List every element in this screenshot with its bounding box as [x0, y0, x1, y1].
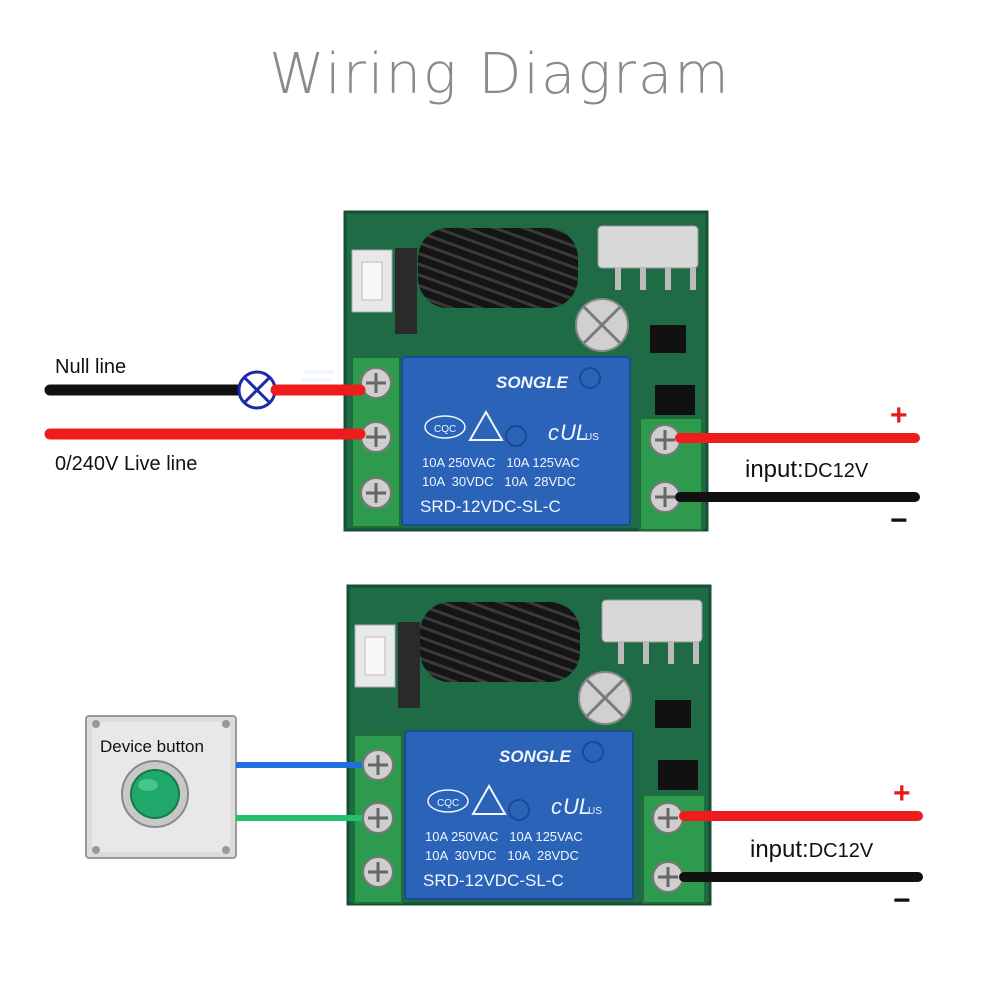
plus-sign-top: +: [890, 399, 908, 432]
relay-spec-1: 10A 250VAC 10A 125VAC: [422, 455, 580, 470]
terminal-screw: [360, 367, 392, 399]
power-terminal-block: [642, 794, 706, 904]
relay: SONGLE CQC c UL US 10A 250VAC 10A 125VAC…: [298, 356, 631, 526]
svg-text:c: c: [551, 794, 562, 819]
cert-us: US: [588, 806, 602, 817]
relay-model: SRD-12VDC-SL-C: [420, 497, 561, 516]
capacitor: [575, 298, 629, 352]
terminal-screw: [360, 421, 392, 453]
plus-sign-bottom: +: [893, 777, 911, 810]
minus-sign-bottom: −: [893, 884, 911, 917]
relay-module-bottom: SONGLE CQC c UL US 10A 250VAC 10A 125VAC…: [164, 584, 712, 906]
relay-model: SRD-12VDC-SL-C: [423, 871, 564, 890]
terminal-screw: [360, 477, 392, 509]
antenna-coil: [420, 602, 580, 682]
terminal-screw: [652, 802, 684, 834]
lamp-symbol: [237, 370, 277, 410]
svg-text:UL: UL: [563, 794, 591, 819]
null-line-label: Null line: [55, 356, 126, 378]
input-label-bottom: input:DC12V: [750, 836, 874, 863]
svg-text:UL: UL: [560, 420, 588, 445]
tact-switch: [354, 624, 396, 688]
terminal-screw: [362, 802, 394, 834]
push-button: [130, 769, 180, 819]
diagram-title: Wiring Diagram: [269, 42, 731, 107]
live-line-label: 0/240V Live line: [55, 453, 197, 475]
input-label-top: input:DC12V: [745, 456, 869, 483]
relay-spec-2: 10A 30VDC 10A 28VDC: [422, 474, 576, 489]
device-button-box: Device button: [85, 715, 237, 859]
terminal-screw: [652, 861, 684, 893]
relay-brand: SONGLE: [499, 747, 571, 766]
oscillator-crystal: [601, 599, 703, 643]
device-button-label: Device button: [100, 737, 204, 756]
antenna-coil: [418, 228, 578, 308]
relay-brand: SONGLE: [496, 373, 568, 392]
cert-us: US: [585, 432, 599, 443]
relay-module-top: SONGLE CQC c UL US 10A 250VAC 10A 125VAC…: [298, 210, 709, 532]
minus-sign-top: −: [890, 504, 908, 537]
capacitor: [578, 671, 632, 725]
tact-switch: [351, 249, 393, 313]
cert-cqc: CQC: [434, 424, 456, 435]
terminal-screw: [362, 856, 394, 888]
oscillator-crystal: [597, 225, 699, 269]
cert-cqc: CQC: [437, 798, 459, 809]
terminal-screw: [362, 749, 394, 781]
output-terminal-block: [351, 356, 401, 528]
relay-spec-2: 10A 30VDC 10A 28VDC: [425, 848, 579, 863]
svg-text:c: c: [548, 420, 559, 445]
relay-spec-1: 10A 250VAC 10A 125VAC: [425, 829, 583, 844]
